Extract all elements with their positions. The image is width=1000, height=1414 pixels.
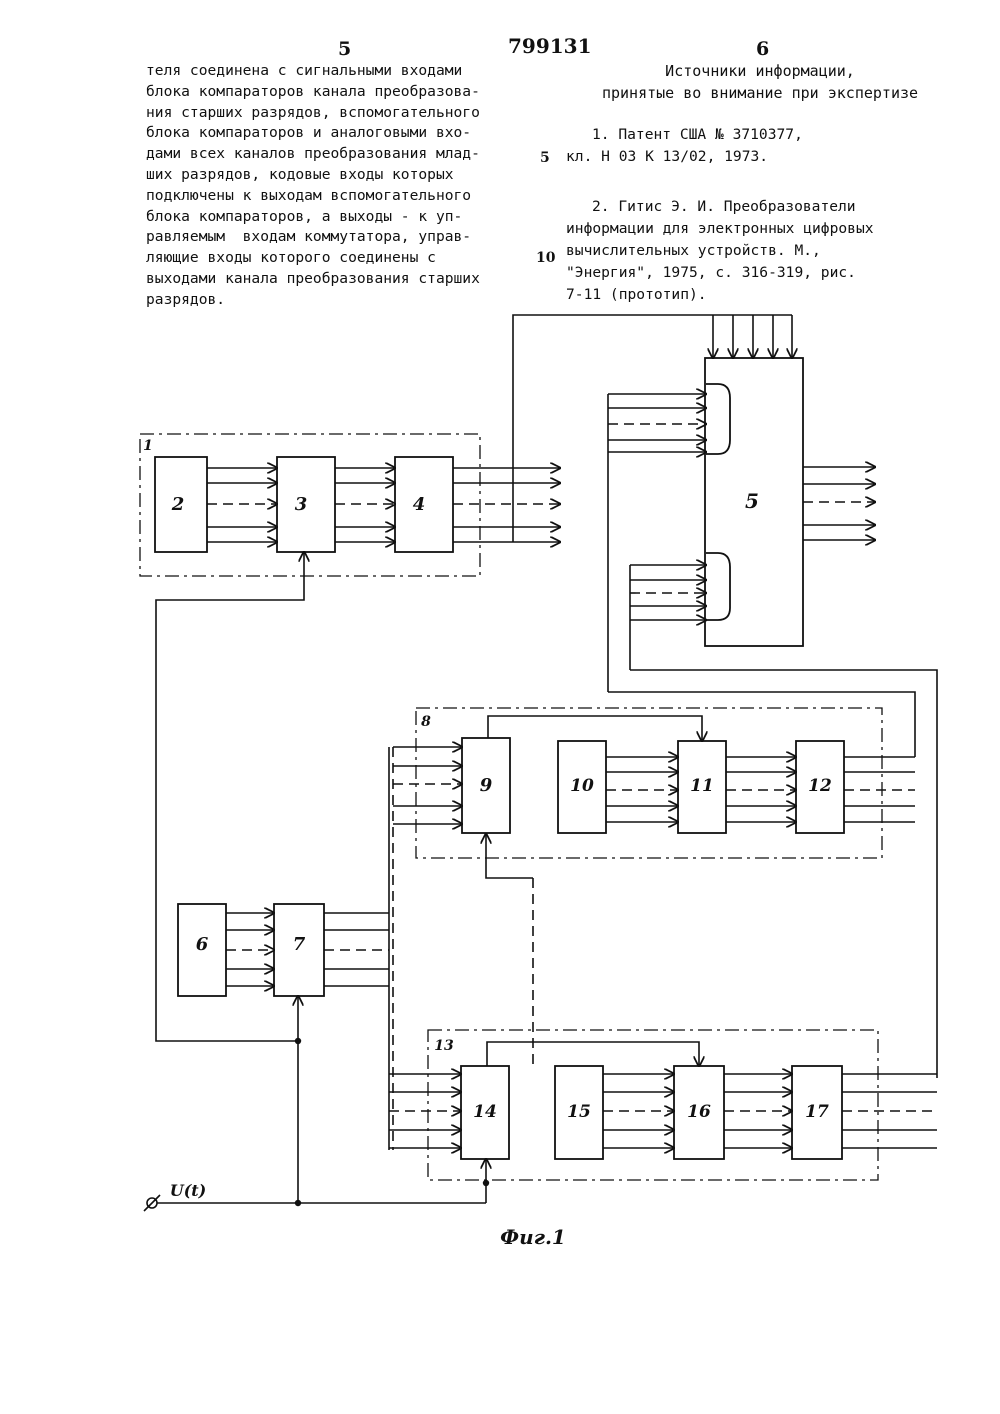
label-block-6: 6: [196, 934, 209, 955]
label-block-16: 16: [687, 1102, 711, 1122]
label-block-10: 10: [570, 776, 594, 796]
channel-1-boundary: [140, 434, 480, 576]
label-block-11: 11: [690, 776, 714, 796]
input-signal-label: U(t): [170, 1181, 206, 1200]
label-block-3: 3: [295, 494, 308, 515]
label-channel-13: 13: [434, 1038, 454, 1054]
label-block-14: 14: [473, 1102, 497, 1122]
wire-to-block-9-control: [486, 834, 533, 878]
wire-block-9-to-block-11: [488, 716, 702, 741]
label-block-4: 4: [413, 494, 426, 515]
comparator-shape-upper: [706, 384, 730, 454]
label-block-5: 5: [745, 489, 759, 513]
dashed-channel-boundaries: [140, 434, 882, 1180]
label-block-12: 12: [808, 776, 832, 796]
label-channel-1: 1: [143, 438, 153, 454]
label-block-9: 9: [480, 775, 493, 796]
comparator-shape-lower: [706, 553, 730, 620]
label-block-7: 7: [293, 934, 306, 955]
label-block-2: 2: [171, 494, 185, 515]
wire-block-14-to-block-16: [487, 1042, 699, 1066]
label-block-17: 17: [805, 1102, 829, 1122]
figure-caption: Фиг.1: [500, 1225, 566, 1249]
wire-ch8-to-block-5: [608, 692, 915, 757]
label-channel-8: 8: [421, 714, 431, 730]
label-block-15: 15: [567, 1102, 591, 1122]
wire-ch13-to-block-5: [630, 670, 937, 1078]
